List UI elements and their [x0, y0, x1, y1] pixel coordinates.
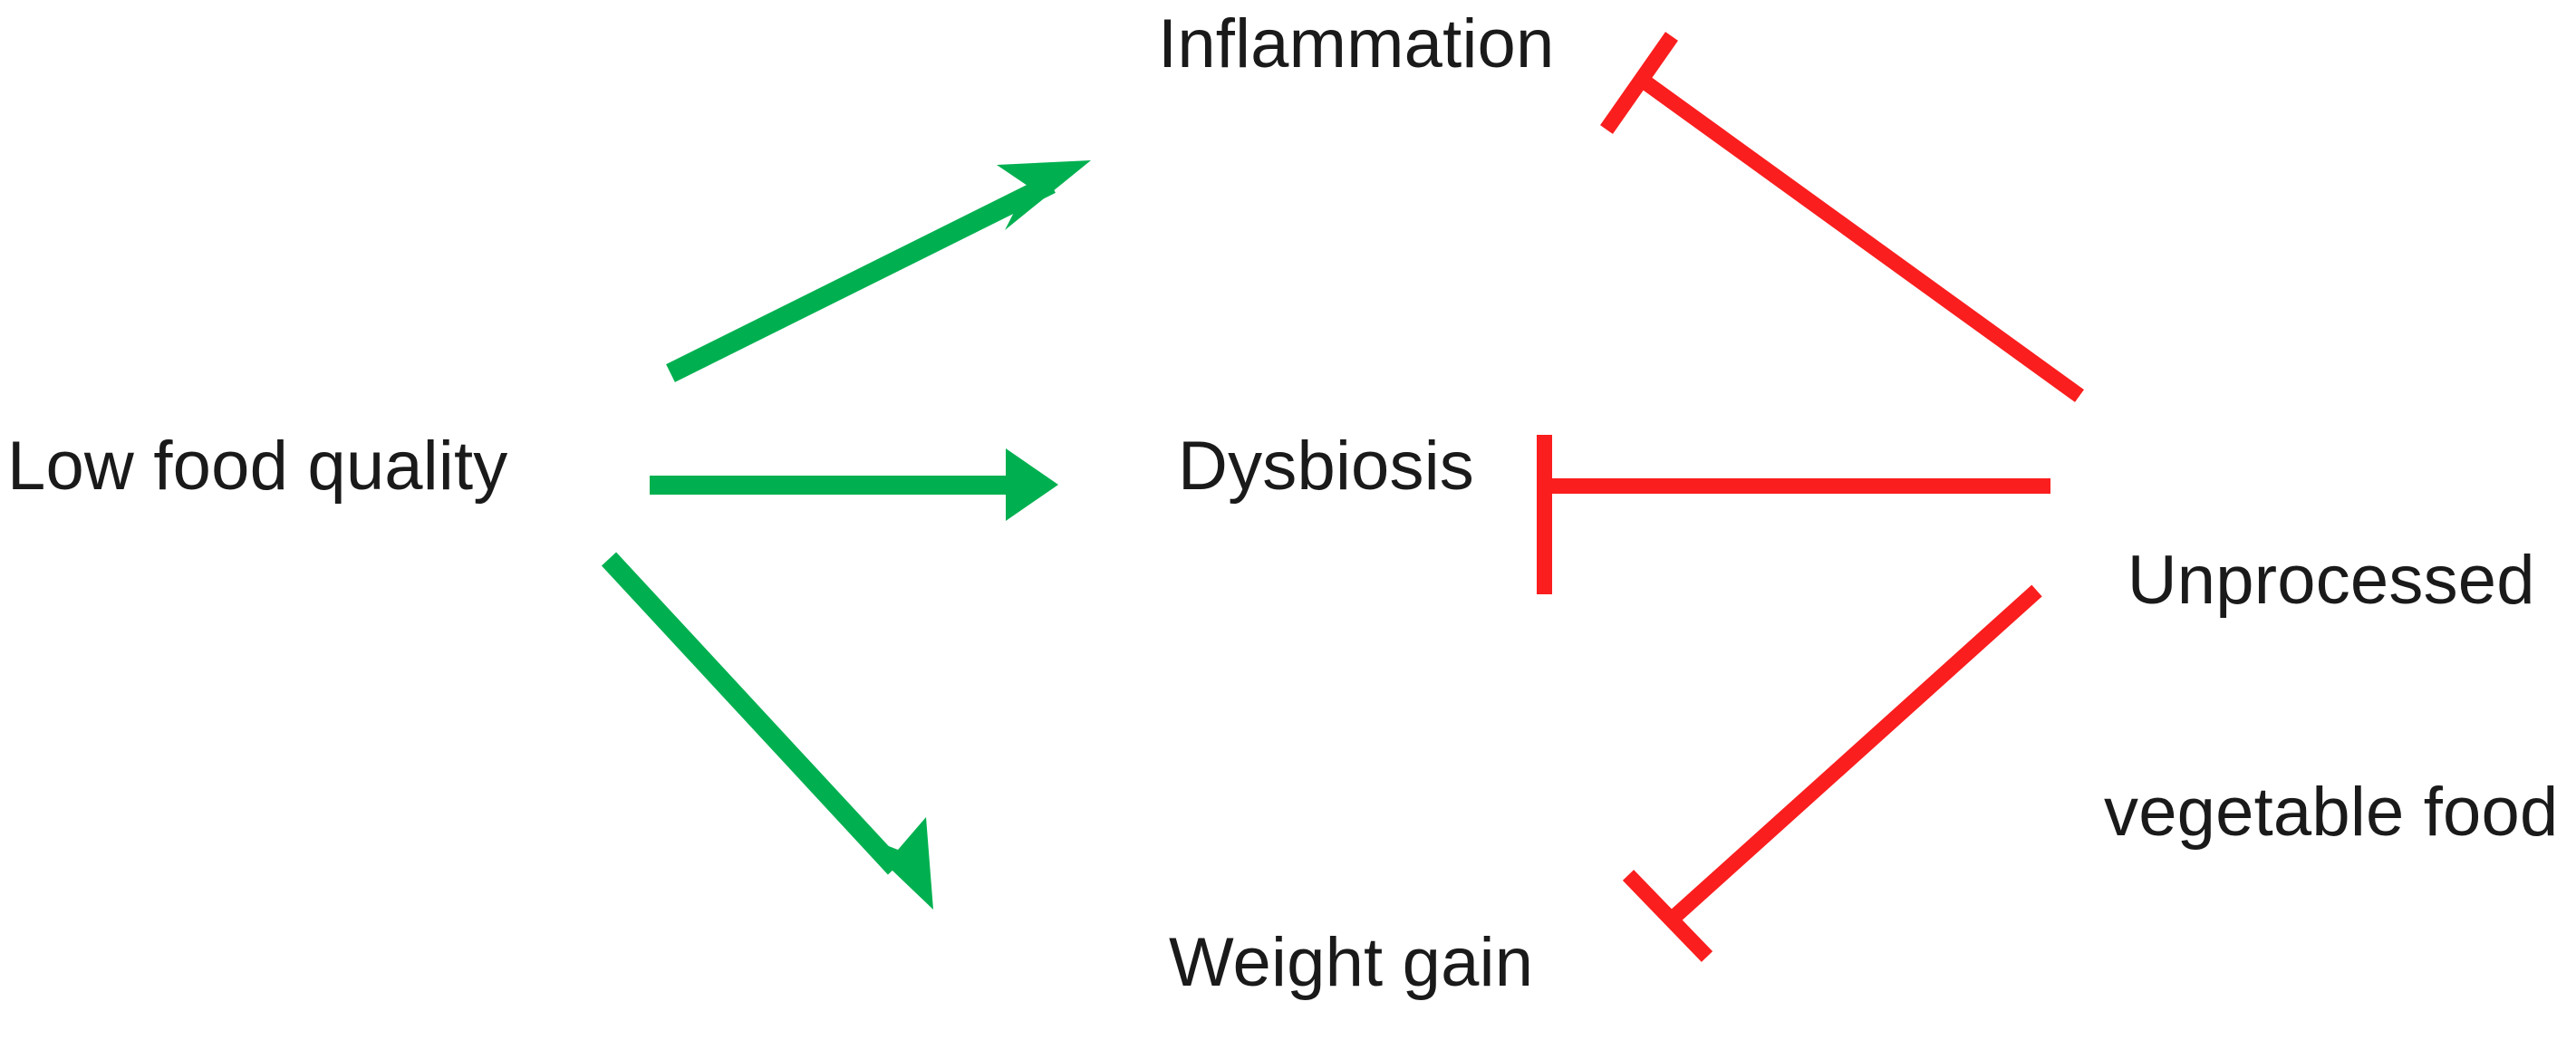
edge-uvf-inflammation-shaft	[1637, 73, 2084, 402]
edge-lfq-dysbiosis-arrowhead	[1006, 448, 1058, 521]
edge-uvf-dysbiosis-tee-bar	[1537, 435, 1552, 594]
edge-uvf-dysbiosis-shaft	[1542, 478, 2050, 494]
edge-uvf-weight-gain-tee-bar	[1622, 870, 1713, 962]
edge-lfq-dysbiosis-shaft	[650, 476, 1021, 495]
node-label-inflammation: Inflammation	[1158, 5, 1555, 82]
node-label-low-food-quality: Low food quality	[7, 428, 508, 505]
edge-lfq-inflammation-arrowhead	[997, 160, 1091, 230]
edge-uvf-weight-gain-shaft	[1669, 584, 2042, 923]
edge-uvf-weight-gain	[1622, 584, 2042, 962]
node-label-unprocessed-vegetable-food-line1: Unprocessed	[2127, 542, 2535, 620]
node-label-unprocessed-vegetable-food-line2: vegetable food	[2104, 773, 2559, 851]
edge-uvf-dysbiosis	[1537, 435, 2050, 594]
node-label-unprocessed-vegetable-food: Unprocessed vegetable food	[2104, 388, 2558, 1005]
edge-uvf-inflammation-tee-bar	[1600, 32, 1678, 134]
node-label-dysbiosis: Dysbiosis	[1178, 428, 1474, 505]
edge-lfq-weight-gain-arrowhead	[852, 817, 933, 910]
edge-lfq-weight-gain	[601, 552, 933, 910]
edge-lfq-inflammation	[666, 160, 1091, 382]
edge-lfq-inflammation-shaft	[666, 175, 1056, 382]
node-label-weight-gain: Weight gain	[1169, 924, 1534, 1001]
edge-lfq-weight-gain-shaft	[601, 552, 903, 875]
edge-uvf-inflammation	[1600, 32, 2084, 402]
edge-lfq-dysbiosis	[650, 448, 1058, 521]
